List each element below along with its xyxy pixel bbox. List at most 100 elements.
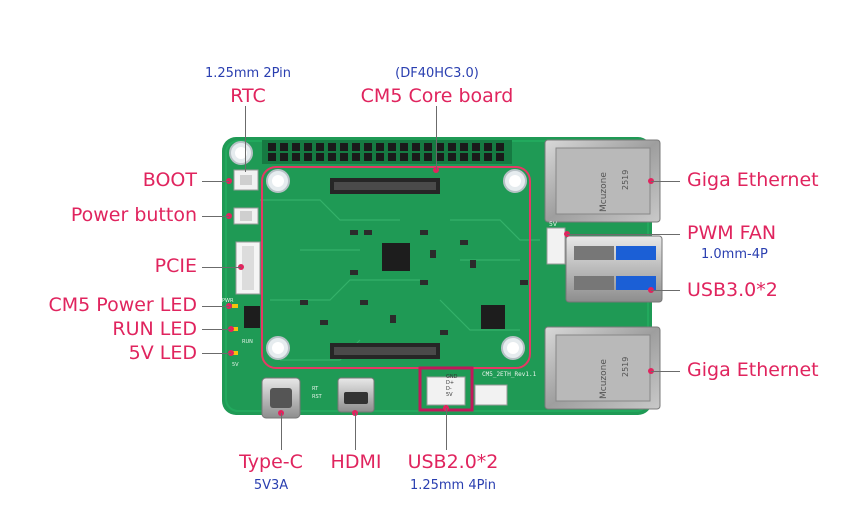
header-pin [460, 143, 468, 151]
led-5v [232, 351, 238, 355]
header-pin [352, 143, 360, 151]
header-pin [316, 153, 324, 161]
header-pin [448, 143, 456, 151]
usb20-label: USB2.0*2 [407, 451, 499, 473]
header-pin [352, 153, 360, 161]
header-pin [424, 153, 432, 161]
header-pin [328, 143, 336, 151]
leader-typec [281, 413, 282, 450]
header-pin [472, 153, 480, 161]
leader-pcie [202, 267, 241, 268]
header-pin [304, 143, 312, 151]
leader-boot [202, 181, 229, 182]
cm5-core-sublabel: (DF40HC3.0) [395, 66, 479, 81]
cm5-power-led [232, 304, 238, 308]
leader-rtc [245, 106, 246, 172]
leader-runled [202, 329, 231, 330]
rtc-label: RTC [230, 85, 266, 107]
rj45-top [544, 139, 661, 223]
header-pin [400, 153, 408, 161]
svg-text:2519: 2519 [621, 357, 630, 377]
usb20-sublabel: 1.25mm 4Pin [409, 478, 497, 493]
header-pin [412, 143, 420, 151]
gpio-header [262, 140, 512, 164]
svg-text:5V: 5V [549, 221, 558, 228]
header-pin [268, 153, 276, 161]
type-c-sublabel: 5V3A [253, 478, 289, 493]
header-pin [448, 153, 456, 161]
cm5-power-led-label: CM5 Power LED [48, 294, 198, 316]
leader-usb3 [651, 290, 680, 291]
leader-eth-bottom [651, 371, 680, 372]
header-pin [436, 153, 444, 161]
header-pin [484, 143, 492, 151]
header-pin [340, 143, 348, 151]
header-pin [436, 143, 444, 151]
svg-text:PWR: PWR [222, 298, 234, 304]
svg-text:RT: RT [312, 386, 319, 392]
header-pin [292, 143, 300, 151]
header-pin [460, 153, 468, 161]
svg-text:Mcuzone: Mcuzone [599, 172, 609, 212]
usb3-port [565, 235, 663, 303]
pwm-fan-label: PWM FAN [687, 222, 777, 244]
boot-label: BOOT [142, 169, 197, 191]
header-pin [316, 143, 324, 151]
header-pin [328, 153, 336, 161]
fan-connector [546, 227, 566, 265]
svg-text:RST: RST [312, 394, 323, 400]
header-pin [280, 143, 288, 151]
type-c-label: Type-C [239, 451, 303, 473]
hdmi-label: HDMI [330, 451, 382, 473]
header-pin [388, 153, 396, 161]
run-led-label: RUN LED [112, 318, 197, 340]
giga-ethernet-bottom-label: Giga Ethernet [687, 359, 819, 381]
header-pin [364, 153, 372, 161]
usb2-pin-label: D+ [446, 380, 454, 386]
leader-eth-top [651, 181, 680, 182]
power-button-label: Power button [70, 204, 197, 226]
header-pin [292, 153, 300, 161]
header-pin [304, 153, 312, 161]
usb2-header-2 [474, 384, 508, 406]
header-pin [268, 143, 276, 151]
leader-fan [567, 234, 680, 235]
usb2-pin-label: 5V [446, 392, 453, 398]
eth-chip [481, 305, 505, 329]
header-pin [388, 143, 396, 151]
led-5v-label: 5V LED [128, 342, 197, 364]
header-pin [364, 143, 372, 151]
cm5-core-label: CM5 Core board [360, 85, 514, 107]
header-pin [472, 143, 480, 151]
board-name-text: CM5_2ETH_Rev1.1 [482, 371, 537, 378]
cm5-outline [261, 166, 531, 369]
hdmi-port [337, 377, 375, 413]
header-pin [400, 143, 408, 151]
run-led [232, 327, 238, 331]
svg-text:2519: 2519 [621, 170, 630, 190]
svg-text:Mcuzone: Mcuzone [599, 359, 609, 399]
header-pin [424, 143, 432, 151]
leader-usb2 [446, 408, 447, 450]
leader-cm5 [436, 106, 437, 170]
header-pin [484, 153, 492, 161]
mounting-holes [229, 141, 527, 360]
header-pin [376, 153, 384, 161]
usb2-pin-label: GND [446, 374, 458, 380]
rj45-bottom [544, 326, 661, 410]
leader-cm5led [202, 306, 229, 307]
rtc-sublabel: 1.25mm 2Pin [204, 66, 292, 81]
leader-power [202, 216, 229, 217]
pcie-label: PCIE [154, 255, 197, 277]
header-pin [376, 143, 384, 151]
usb30-label: USB3.0*2 [687, 279, 778, 301]
main-chip [382, 243, 410, 271]
header-pin [496, 143, 504, 151]
giga-ethernet-top-label: Giga Ethernet [687, 169, 819, 191]
leader-hdmi [355, 413, 356, 450]
header-pin [280, 153, 288, 161]
header-pin [496, 153, 504, 161]
usb2-pin-label: D- [446, 386, 452, 392]
